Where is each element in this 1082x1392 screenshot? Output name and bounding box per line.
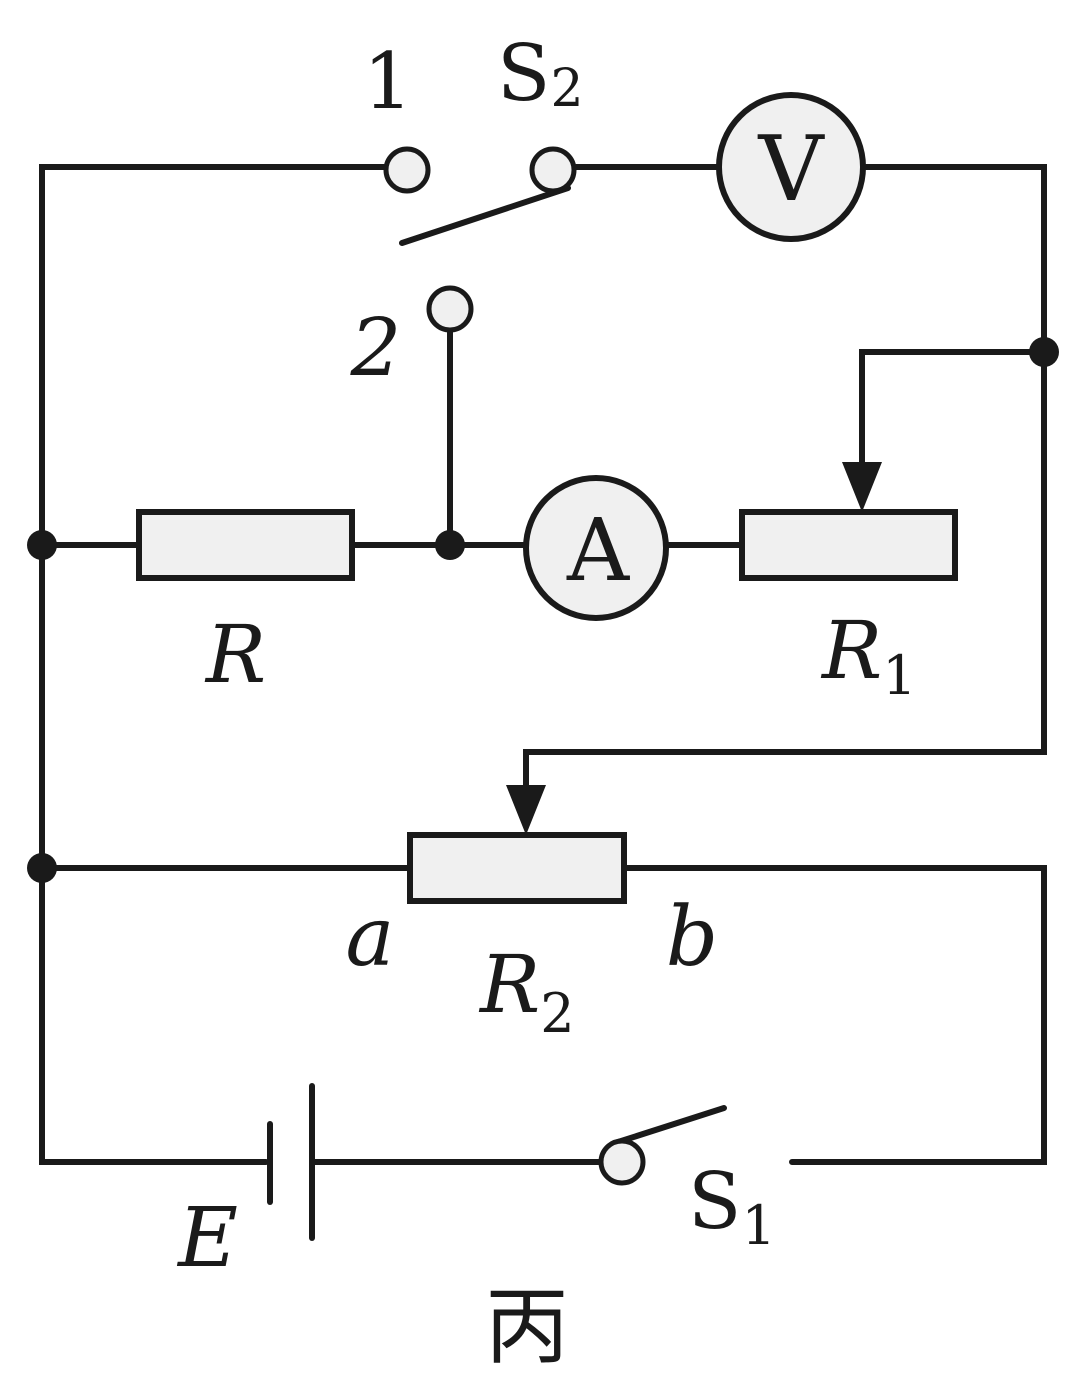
junction-left-lower	[27, 853, 57, 883]
switch1-pivot-terminal	[598, 1138, 646, 1186]
rheostat-R1-label-sub: 1	[882, 644, 916, 707]
wire-right-rail	[523, 164, 1047, 803]
diagram-caption: 丙	[485, 1278, 569, 1376]
rheostat-R2-slider-arrow	[506, 785, 546, 835]
junction-contact2	[435, 530, 465, 560]
rheostat-R1-slider-arrow	[842, 462, 882, 512]
resistor-R	[136, 509, 355, 581]
switch2-contact2-label: 2	[350, 301, 402, 394]
rheostat-R2-label: R2	[478, 938, 575, 1045]
switch2-contact1-label: 1	[363, 37, 413, 127]
rheostat-R2	[407, 832, 627, 904]
switch2-label-main: S	[497, 29, 550, 119]
ammeter-body	[523, 475, 669, 621]
junction-right-slider	[1029, 337, 1059, 367]
junction-left-middle	[27, 530, 57, 560]
switch1-label-sub: 1	[741, 1194, 775, 1257]
voltmeter-body	[716, 92, 866, 242]
switch2-contact1-terminal	[383, 146, 431, 194]
rheostat-R2-end-b-label: b	[666, 890, 719, 985]
voltmeter-label: V	[758, 117, 826, 222]
battery-label: E	[176, 1191, 238, 1286]
rheostat-R2-end-a-label: a	[346, 890, 395, 985]
switch1-label: S1	[688, 1157, 776, 1257]
rheostat-R2-label-sub: 2	[540, 982, 574, 1045]
switch2-label-sub: 2	[550, 59, 583, 119]
wire-R2-to-right	[621, 865, 1047, 1165]
rheostat-R1-label: R1	[820, 604, 917, 707]
switch2-contact2-terminal	[426, 285, 474, 333]
ammeter-label: A	[566, 501, 630, 601]
wire-r1-slider	[859, 349, 1047, 479]
switch2-label: S2	[497, 29, 584, 119]
switch1-blade	[615, 1105, 727, 1145]
rheostat-R1	[739, 509, 958, 581]
rheostat-R1-label-main: R	[820, 604, 882, 697]
switch2-blade	[399, 185, 571, 246]
rheostat-R2-label-main: R	[478, 938, 540, 1031]
switch1-label-main: S	[688, 1157, 741, 1247]
wire-left-rail	[39, 164, 387, 1165]
switch2-pivot-terminal	[529, 146, 577, 194]
resistor-R-label: R	[204, 608, 266, 701]
